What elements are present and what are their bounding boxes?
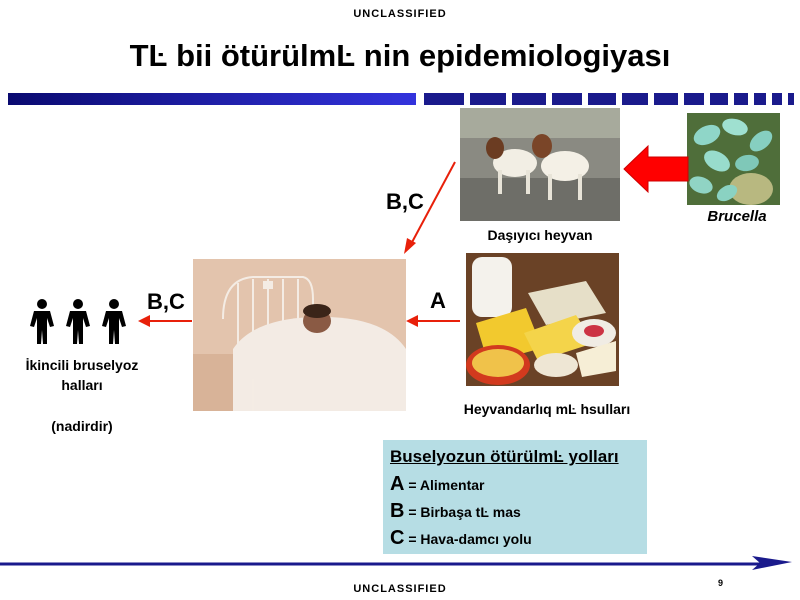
legend-item-c: C = Hava-damcı yolu [390,527,532,549]
patient-in-bed-image [193,259,406,411]
brucella-label: Brucella [707,208,767,225]
carrier-animal-label: Daşıyıcı heyvan [487,227,593,243]
bottom-bar [0,556,792,570]
classification-footer: UNCLASSIFIED [353,583,447,595]
rare-label: (nadirdir) [51,418,113,434]
title-bar [8,93,794,105]
transmission-legend: Buselyozun ötürülmĿ yolları A = Alimenta… [383,440,647,554]
secondary-cases-line2: halları [61,377,103,393]
brucella-image [687,113,780,205]
products-arrow-icon [406,315,460,327]
secondary-cases-line1: İkincili bruselyoz [25,357,139,373]
classification-header: UNCLASSIFIED [353,8,447,20]
secondary-cases-label: İkincili bruselyoz halları [12,355,152,395]
animal-products-label: Heyvandarlıq mĿ hsulları [463,401,631,417]
dairy-products-image [466,253,619,386]
legend-item-b: B = Birbaşa tĿ mas [390,500,521,522]
people-icon [30,299,126,344]
legend-title: Buselyozun ötürülmĿ yolları [390,447,619,466]
big-red-arrow-icon [623,144,689,194]
goats-image [460,108,620,221]
diagonal-arrow-icon [404,161,456,254]
carrier-arrow-label: B,C [386,189,424,214]
page-title: TĿ bii ötürülmĿ nin epidemiologiyası [129,38,671,73]
legend-item-a: A = Alimentar [390,473,485,495]
secondary-arrow-icon [138,315,192,327]
secondary-arrow-label: B,C [147,289,185,314]
products-arrow-label: A [430,288,446,313]
page-number: 9 [718,578,724,588]
